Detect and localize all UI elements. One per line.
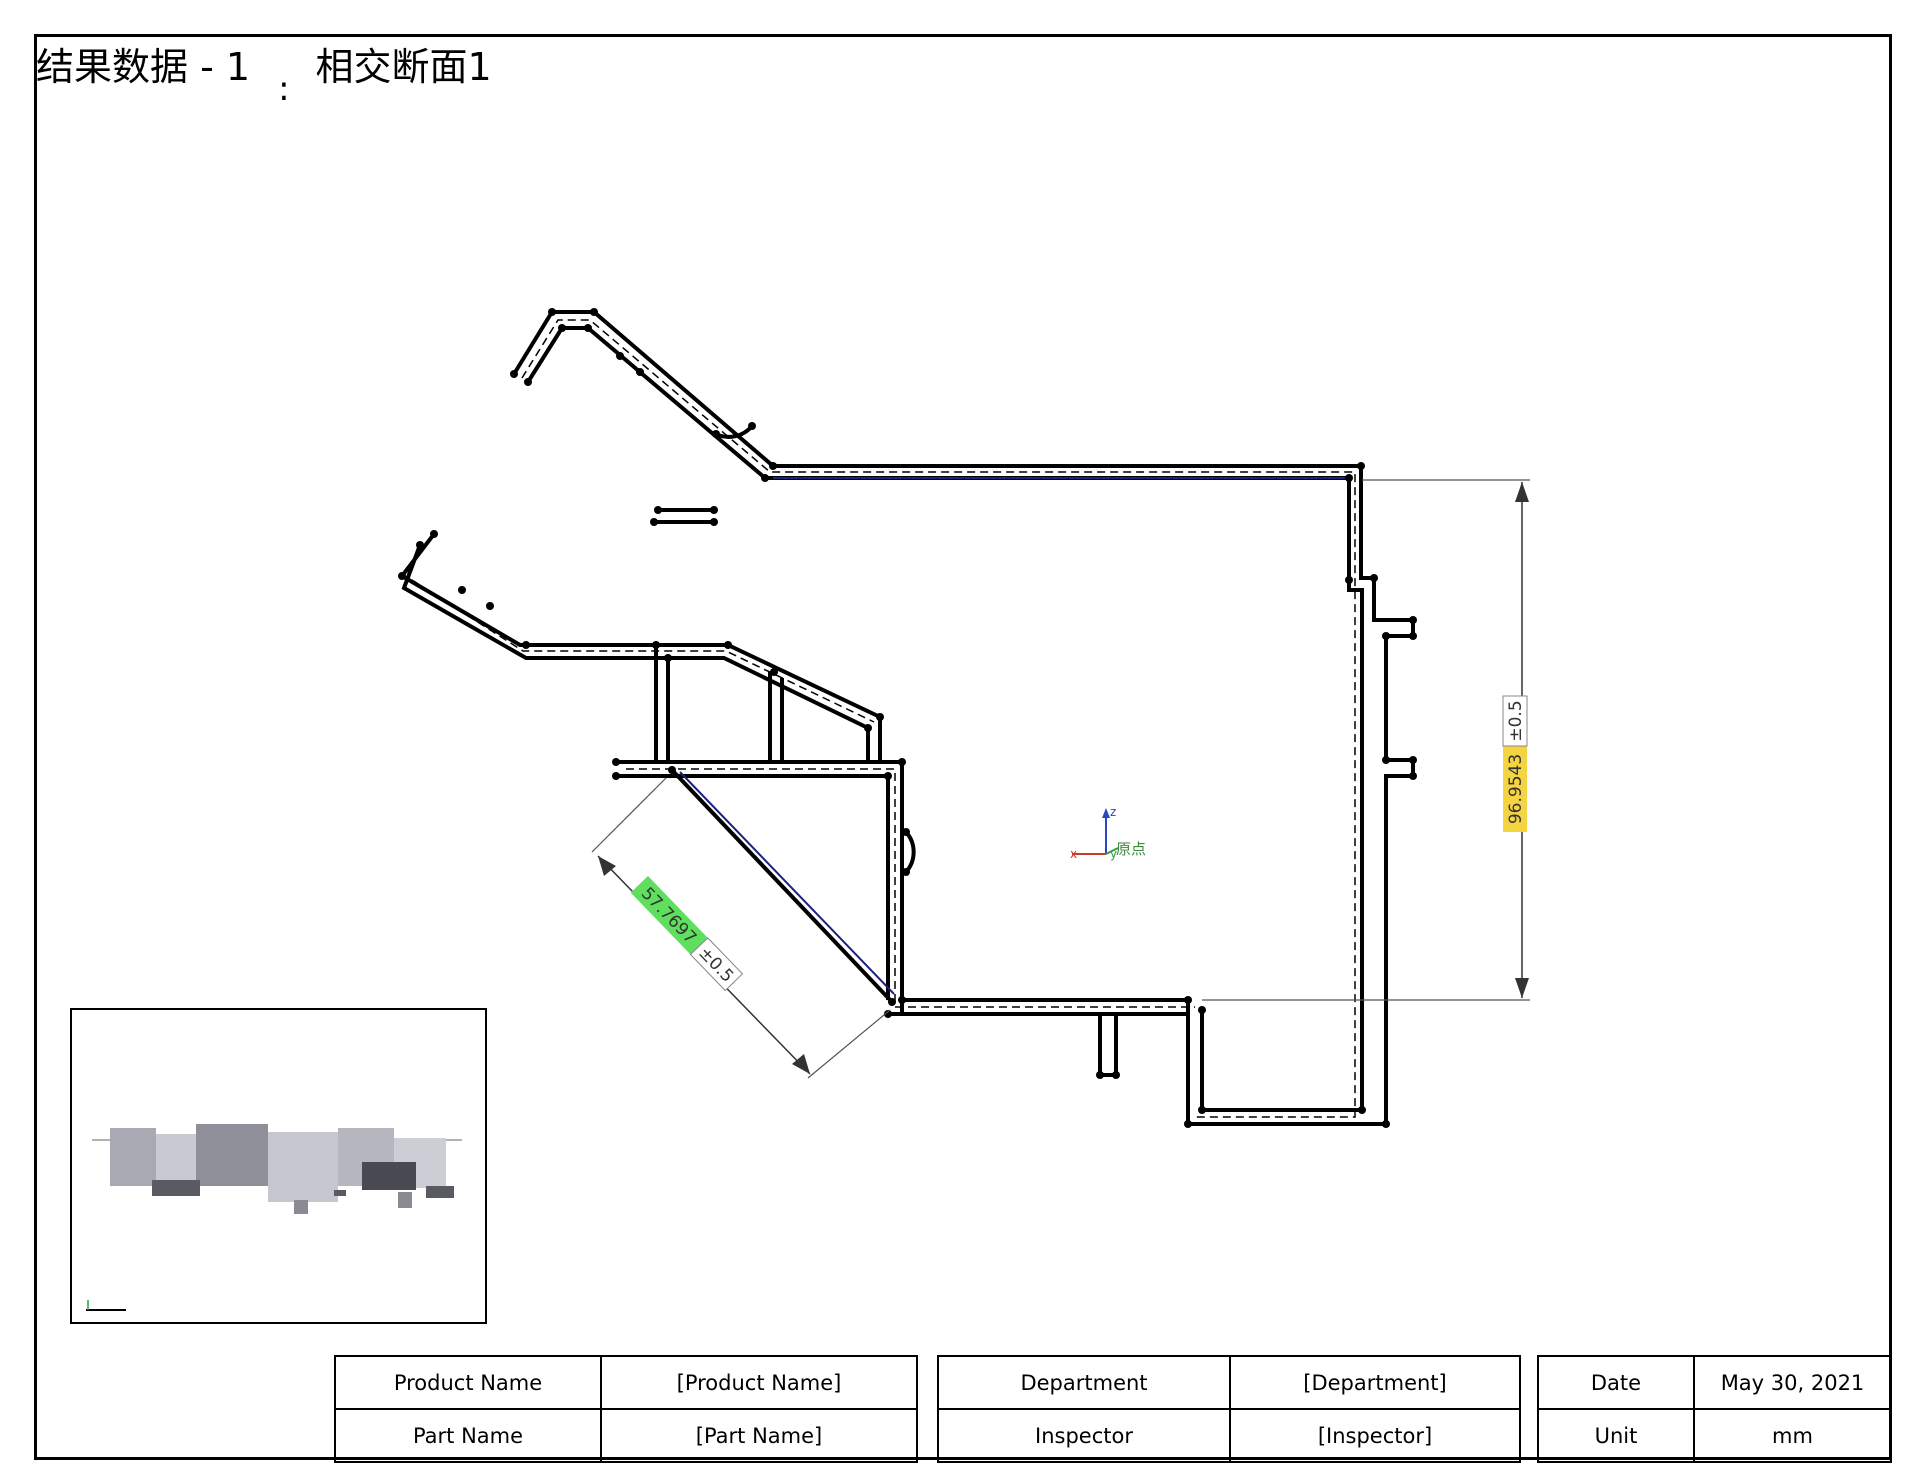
origin-label: 原点 [1116, 840, 1146, 858]
unit-value: mm [1693, 1408, 1892, 1463]
axis-z-label: z [1110, 805, 1116, 819]
dimension-vertical-tolerance: ±0.5 [1506, 700, 1526, 741]
department-value: [Department] [1229, 1355, 1521, 1410]
date-value: May 30, 2021 [1693, 1355, 1892, 1410]
dimension-vertical-value-bg [1503, 746, 1527, 832]
inspector-value: [Inspector] [1229, 1408, 1521, 1463]
title-section-name: 相交断面1 [315, 45, 492, 89]
part-preview-image [86, 1124, 462, 1311]
diagonal-edge [670, 768, 894, 1004]
title-result-data: 结果数据 - 1 [36, 45, 251, 89]
dimension-diagonal-value: 57.7697 [637, 884, 700, 948]
unit-label: Unit [1537, 1408, 1695, 1463]
diagonal-edge-highlight [679, 771, 895, 995]
title-separator: : [278, 69, 290, 109]
dimension-diagonal-value-bg [630, 876, 708, 955]
date-label: Date [1537, 1355, 1695, 1410]
vertex-points [398, 308, 1417, 1128]
product-name-value: [Product Name] [600, 1355, 918, 1410]
axis-y-label: y [1110, 847, 1117, 861]
product-name-label: Product Name [334, 1355, 602, 1410]
axis-x-label: x [1070, 847, 1077, 861]
title-block-date: Date May 30, 2021 Unit mm [1537, 1355, 1892, 1463]
diagonal-dimension: 57.7697 ±0.5 [591, 777, 891, 1079]
inspector-label: Inspector [937, 1408, 1231, 1463]
title-block-department: Department [Department] Inspector [Inspe… [937, 1355, 1521, 1463]
part-name-label: Part Name [334, 1408, 602, 1463]
vertical-dimension: 96.9543 ±0.5 [1202, 479, 1530, 1001]
page-title: 结果数据 - 1: 相交断面1 [36, 36, 492, 109]
part-name-value: [Part Name] [600, 1408, 918, 1463]
cross-section-profile [399, 310, 1415, 1126]
preview-thumbnail [70, 1008, 487, 1324]
title-block-product: Product Name [Product Name] Part Name [P… [334, 1355, 918, 1463]
origin-axes-icon: z x y 原点 [1070, 805, 1146, 861]
nominal-profile-dashed [411, 319, 1356, 1118]
dimension-vertical-value: 96.9543 [1506, 754, 1526, 824]
department-label: Department [937, 1355, 1231, 1410]
